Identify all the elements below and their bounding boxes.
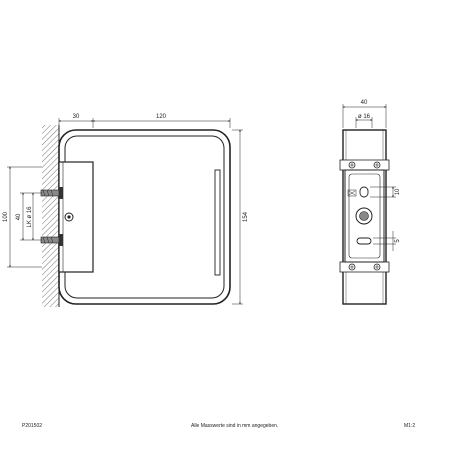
wall (42, 125, 60, 307)
drawing-code: P201502 (22, 423, 43, 429)
dim-bore-label: LK ø 16 (27, 206, 33, 228)
dim-width-label: 120 (156, 114, 167, 120)
screw-top-left-icon (348, 161, 356, 169)
rear-dim-slot-upper: 10 (370, 186, 401, 198)
rear-dim-slot-lower: 5 (373, 231, 401, 251)
dim-height-label: 154 (243, 211, 249, 222)
screw-bottom-right-icon (373, 263, 381, 271)
dim-mount-span-label: 100 (3, 211, 9, 222)
side-view: 30 120 154 100 40 LK ø 16 (3, 114, 249, 307)
rear-dim-slot-upper-label: 10 (395, 188, 401, 195)
light-slot (214, 169, 221, 276)
screw-bottom-left-icon (348, 263, 356, 271)
cable-entry-hole (355, 207, 373, 225)
rear-dim-width-label: 40 (361, 100, 368, 106)
plate-screws (348, 161, 381, 271)
protection-class-icon (347, 189, 357, 197)
rear-dim-width: 40 (342, 100, 387, 128)
rear-dim-slot-lower-label: 5 (395, 239, 401, 243)
screw-top-right-icon (373, 161, 381, 169)
upper-keyhole-slot (359, 186, 369, 198)
dim-mount-inner-label: 40 (16, 213, 22, 220)
dim-left: 100 40 LK ø 16 (3, 166, 42, 268)
dim-offset-label: 30 (73, 114, 80, 120)
lower-keyhole-slot (356, 237, 372, 245)
rear-dim-bore: ø 16 (355, 114, 373, 128)
rear-view: 40 ø 16 10 5 (339, 100, 401, 305)
dim-height: 154 (232, 129, 249, 305)
drawing-scale: M1:2 (404, 423, 416, 429)
fixing-screw-icon (64, 212, 74, 222)
dim-top: 30 120 (58, 114, 231, 128)
units-note: Alle Masswerte sind in mm angegeben. (191, 423, 279, 429)
mounting-plate (58, 161, 94, 273)
rear-dim-bore-label: ø 16 (358, 114, 371, 120)
